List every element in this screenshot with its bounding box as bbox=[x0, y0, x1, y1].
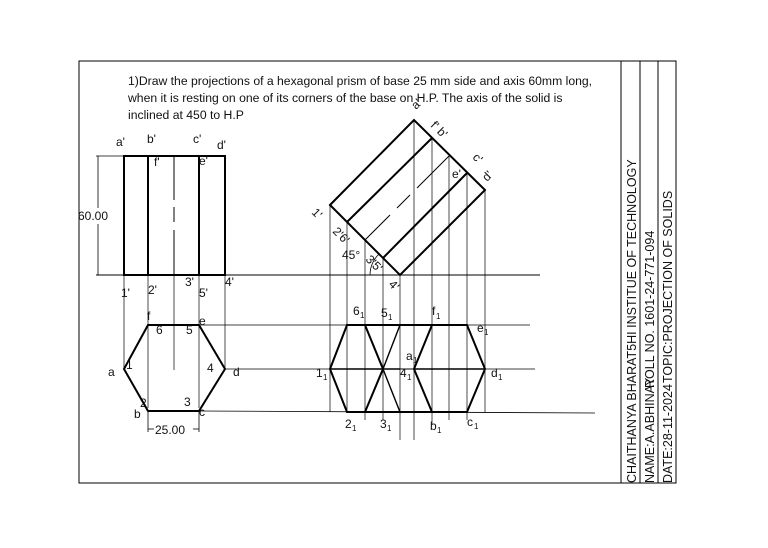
label-c-prime: c' bbox=[193, 132, 201, 146]
inclined-projectors bbox=[329, 120, 486, 440]
label-inclined-35: 3'5' bbox=[363, 252, 386, 275]
dimension-height: 60.00 bbox=[78, 209, 108, 223]
sheet-border bbox=[78, 60, 677, 484]
front-view bbox=[96, 155, 226, 276]
label-c: c bbox=[199, 405, 205, 419]
label-b: b bbox=[134, 407, 141, 421]
label-inclined-26: 2'6' bbox=[330, 224, 353, 247]
svg-text:1: 1 bbox=[407, 373, 412, 382]
label-f: f bbox=[147, 309, 151, 323]
label-6: 6 bbox=[156, 323, 163, 337]
dimension-angle: 45° bbox=[342, 248, 360, 262]
label-final-2: 2 bbox=[345, 417, 352, 431]
label-e: e bbox=[199, 314, 206, 328]
label-1: 1 bbox=[126, 358, 133, 372]
label-3: 3 bbox=[184, 395, 191, 409]
svg-text:1: 1 bbox=[323, 373, 328, 382]
label-3-prime: 3' bbox=[185, 275, 194, 289]
label-final-a: a bbox=[406, 349, 413, 363]
label-final-e: e bbox=[477, 321, 484, 335]
svg-text:1: 1 bbox=[484, 328, 489, 337]
label-4-prime: 4' bbox=[225, 275, 234, 289]
final-top-view bbox=[328, 324, 487, 413]
svg-text:1: 1 bbox=[360, 311, 365, 320]
svg-text:1: 1 bbox=[388, 313, 393, 322]
label-1-prime: 1' bbox=[121, 286, 130, 300]
label-2-prime: 2' bbox=[148, 283, 157, 297]
dimension-side: 25.00 bbox=[155, 423, 185, 437]
label-5: 5 bbox=[186, 323, 193, 337]
svg-text:1: 1 bbox=[387, 424, 392, 433]
label-final-6: 6 bbox=[353, 304, 360, 318]
topic: TOPIC:PROJECTION OF SOLIDS bbox=[661, 191, 675, 383]
label-final-f: f bbox=[432, 304, 436, 318]
label-d-prime: d' bbox=[217, 138, 226, 152]
top-view-hexagon bbox=[122, 324, 596, 432]
projector-lines bbox=[123, 275, 226, 408]
label-final-d: d bbox=[491, 366, 498, 380]
label-final-c: c bbox=[467, 415, 473, 429]
label-inclined-1: 1' bbox=[309, 205, 325, 221]
svg-text:1: 1 bbox=[352, 424, 357, 433]
college-name: CHAITHANYA BHARAT5HI INSTITUE OF TECHNOL… bbox=[625, 159, 639, 483]
svg-text:1: 1 bbox=[436, 312, 441, 321]
label-final-b: b bbox=[430, 419, 437, 433]
label-final-5: 5 bbox=[381, 306, 388, 320]
label-4: 4 bbox=[207, 361, 214, 375]
label-f-prime: f' bbox=[154, 155, 160, 169]
svg-text:1: 1 bbox=[413, 356, 418, 365]
label-a: a bbox=[108, 365, 115, 379]
label-a-prime: a' bbox=[116, 135, 125, 149]
question-text: 1)Draw the projections of a hexagonal pr… bbox=[128, 74, 593, 122]
student-name: NAME:A.ABHINAY bbox=[643, 377, 657, 483]
label-final-1: 1 bbox=[316, 366, 323, 380]
label-b-prime: b' bbox=[147, 132, 156, 146]
svg-text:1: 1 bbox=[474, 422, 479, 431]
label-2: 2 bbox=[140, 396, 147, 410]
label-inclined-c: c' bbox=[470, 150, 486, 166]
label-d: d bbox=[233, 365, 240, 379]
label-final-3: 3 bbox=[380, 417, 387, 431]
svg-text:1: 1 bbox=[498, 373, 503, 382]
label-final-4: 4 bbox=[400, 366, 407, 380]
label-5-prime: 5' bbox=[199, 286, 208, 300]
label-e-prime: e' bbox=[199, 154, 208, 168]
roll-number: ROLL NO. 1601-24-771-094 bbox=[643, 231, 657, 388]
svg-text:1: 1 bbox=[437, 426, 442, 435]
label-inclined-e: e' bbox=[452, 167, 461, 181]
date: DATE:28-11-2024 bbox=[661, 384, 675, 483]
label-inclined-d: d' bbox=[479, 168, 495, 184]
